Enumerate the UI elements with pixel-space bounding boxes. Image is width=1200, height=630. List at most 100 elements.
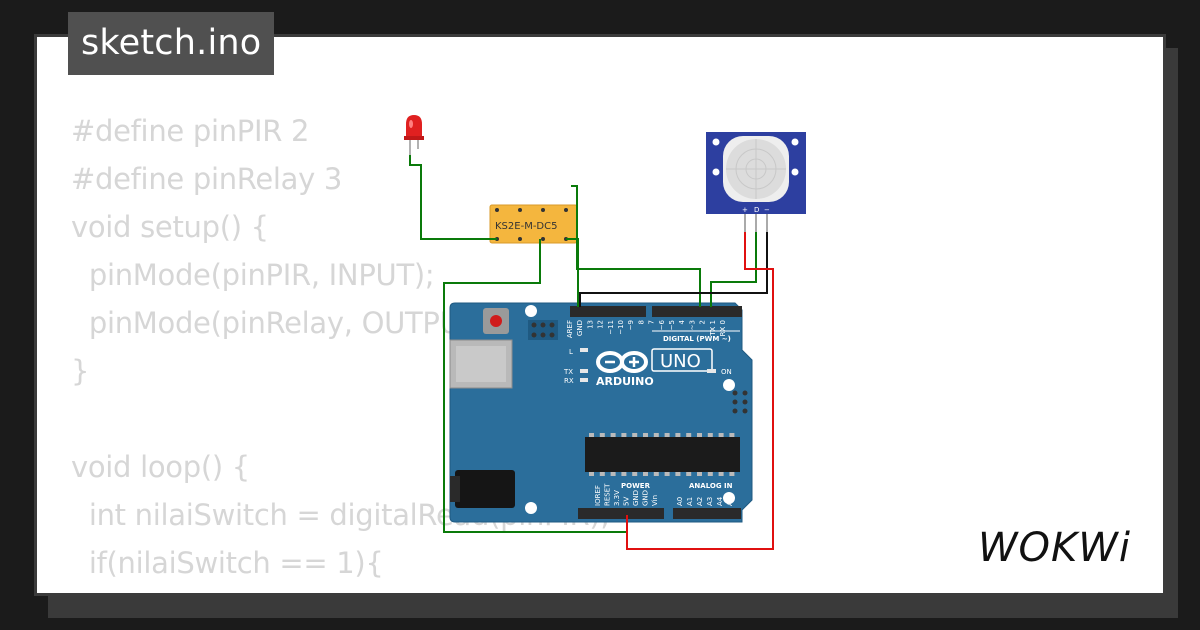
brand-label: ARDUINO: [596, 375, 654, 388]
chip-leg: [697, 433, 702, 437]
pin-label: 3.3V: [613, 490, 621, 506]
chip-leg: [610, 472, 616, 476]
relay-module[interactable]: KS2E-M-DC5: [489, 204, 578, 244]
wire-pir-d-pin2[interactable]: [710, 232, 757, 307]
chip-leg: [621, 472, 627, 476]
led-label-rx: RX: [564, 377, 574, 385]
led-tx: [580, 369, 588, 373]
pin-label: ~9: [627, 320, 635, 330]
power-label: POWER: [621, 482, 651, 490]
code-line: if(nilaiSwitch == 1){: [71, 546, 384, 580]
pin-label: ~5: [668, 320, 676, 330]
led-label-l: L: [569, 348, 573, 356]
code-line: void loop() {: [71, 450, 250, 484]
chip-leg: [643, 433, 648, 437]
led-l: [580, 348, 588, 352]
pin-label: ~10: [617, 320, 625, 335]
pin-label: A3: [706, 497, 714, 506]
led-label-tx: TX: [563, 368, 573, 376]
chip-leg: [718, 472, 724, 476]
chip-leg: [686, 472, 692, 476]
pir-pin-d: D: [754, 206, 759, 214]
wire-pir-vcc-5v[interactable]: [626, 232, 774, 550]
chip-leg: [599, 433, 605, 437]
led-rx: [580, 378, 588, 382]
usb-port-inner: [456, 346, 506, 382]
code-line: void setup() {: [71, 210, 269, 244]
pir-pin-plus: +: [742, 206, 748, 214]
pin-label: 8: [637, 320, 645, 324]
led-on: [707, 369, 716, 373]
chip-leg: [718, 433, 724, 437]
code-line: pinMode(pinPIR, INPUT);: [71, 258, 435, 292]
chip-leg: [664, 433, 670, 437]
pin-label: A5: [726, 497, 734, 506]
chip-leg: [653, 433, 659, 437]
chip-leg: [729, 433, 735, 437]
uno-badge: [651, 348, 713, 372]
power-header[interactable]: [578, 508, 664, 519]
pin-label: 2: [699, 320, 707, 324]
digital-label: DIGITAL (PWM ~): [663, 335, 731, 343]
chip-leg: [621, 433, 627, 437]
chip-leg: [729, 472, 735, 476]
mounting-hole: [723, 379, 735, 391]
mounting-hole: [723, 492, 735, 504]
chip-leg: [610, 433, 616, 437]
pin-label: Vin: [651, 495, 659, 506]
wire-led-relay[interactable]: [409, 155, 497, 240]
wire-relay-pin3[interactable]: [571, 185, 701, 307]
pin-label: GND: [576, 320, 584, 336]
wire-relay-aref-gnd[interactable]: [566, 238, 579, 307]
chip-leg: [675, 472, 681, 476]
pin-label: ~6: [658, 319, 666, 330]
pin-label: A1: [686, 497, 694, 506]
pin-label: GND: [632, 490, 640, 506]
red-led[interactable]: [404, 115, 424, 155]
chip-leg: [632, 472, 638, 476]
chip-leg: [707, 472, 713, 476]
analog-label: ANALOG IN: [689, 482, 733, 490]
chip-leg: [589, 433, 594, 437]
pir-pin-minus: −: [764, 206, 770, 214]
pin-label: GND: [642, 490, 650, 506]
sketch-title: sketch.ino: [68, 12, 275, 75]
chip-leg: [643, 472, 648, 476]
pin-label: A4: [716, 496, 724, 506]
wokwi-logo: WOKWi: [978, 525, 1131, 571]
code-watermark: #define pinPIR 2 #define pinRelay 3 void s…: [71, 107, 610, 593]
code-line: #define pinPIR 2: [71, 114, 310, 148]
icsp2-header: [732, 390, 748, 414]
chip-leg: [707, 433, 713, 437]
analog-header[interactable]: [673, 508, 741, 519]
chip-leg: [589, 472, 594, 476]
relay-label: KS2E-M-DC5: [495, 221, 557, 232]
code-line: }: [71, 354, 90, 388]
pin-label: AREF: [566, 320, 574, 338]
model-label: UNO: [660, 351, 701, 372]
reset-button[interactable]: [490, 315, 502, 327]
pir-sensor[interactable]: + D −: [706, 132, 806, 232]
digital-header-left[interactable]: [570, 306, 646, 317]
pin-label: RESET: [604, 483, 612, 506]
icsp-header: [528, 320, 558, 340]
chip-leg: [632, 433, 638, 437]
digital-header-right[interactable]: [652, 306, 742, 317]
pin-label: A0: [676, 497, 684, 506]
pin-label: 12: [597, 320, 605, 329]
on-label: ON: [721, 368, 732, 376]
pin-label: A2: [696, 497, 704, 506]
chip-leg: [686, 433, 692, 437]
code-line: #define pinRelay 3: [71, 162, 343, 196]
mounting-hole: [525, 305, 537, 317]
pin-label: 5V: [623, 497, 631, 506]
wire-pir-gnd[interactable]: [579, 232, 768, 307]
power-jack-front: [450, 476, 460, 502]
code-line: pinMode(pinRelay, OUTPUT);: [71, 306, 499, 340]
pin-label: 4: [678, 319, 686, 324]
power-jack: [455, 470, 515, 508]
